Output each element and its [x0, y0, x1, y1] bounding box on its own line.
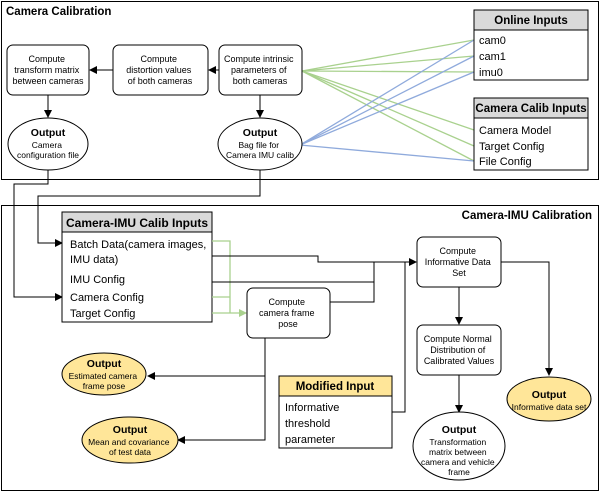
svg-text:Compute transform matrix: Compute transform matrix between cameras	[12, 54, 84, 86]
svg-text:Output: Output	[87, 358, 122, 370]
distortion-values-box: Compute distortion values of both camera…	[112, 44, 209, 96]
cimu-input-batch-data: Batch Data(camera images,	[70, 239, 206, 251]
camera-calibration-section	[1, 1, 599, 180]
output-estimated-pose: Output Estimated camera frame pose	[61, 352, 147, 396]
svg-text:Output: Output	[31, 127, 66, 139]
inputs-to-informative-links	[212, 255, 417, 303]
svg-text:threshold: threshold	[285, 418, 330, 430]
svg-text:Compute camera frame: Compute camera frame pose	[259, 297, 317, 329]
camera-calib-inputs-header: Camera Calib Inputs	[475, 103, 586, 115]
camera-calibration-title: Camera Calibration	[6, 6, 111, 18]
svg-text:Informative: Informative	[285, 402, 339, 414]
cimu-input-imu-config: IMU Config	[70, 274, 125, 286]
svg-text:Camera configuration fil: Camera configuration file	[17, 140, 79, 160]
output-bag-file: Output Bag file for Camera IMU calib	[217, 117, 303, 171]
svg-text:Output: Output	[532, 389, 567, 401]
online-input-cam1: cam1	[479, 51, 506, 63]
informative-data-set-box: Compute Informative Data Set	[416, 236, 502, 288]
svg-text:Compute distortion value: Compute distortion values of both camera…	[126, 54, 194, 86]
online-input-links	[299, 39, 475, 162]
camera-imu-calibration-title: Camera-IMU Calibration	[462, 210, 592, 222]
svg-text:Bag file for Camera IMU: Bag file for Camera IMU calib	[226, 140, 294, 160]
svg-text:Output: Output	[243, 127, 278, 139]
online-input-imu0: imu0	[479, 67, 503, 79]
online-inputs-header: Online Inputs	[494, 15, 567, 27]
output-informative-data-set: Output Informative data set	[506, 376, 592, 422]
intrinsic-parameters-box: Compute intrinsic parameters of both cam…	[218, 44, 303, 96]
svg-text:Informative data set: Informative data set	[512, 402, 587, 412]
connector-bagfile-to-batch	[37, 170, 261, 247]
modified-input-header: Modified Input	[296, 381, 375, 393]
transform-matrix-box: Compute transform matrix between cameras	[6, 44, 90, 96]
online-inputs-box: Online Inputs cam0 cam1 imu0	[473, 9, 589, 81]
svg-text:Output: Output	[442, 424, 477, 436]
svg-text:Transformation matrix be: Transformation matrix between camera and…	[421, 437, 497, 477]
camera-frame-pose-box: Compute camera frame pose	[246, 287, 331, 339]
output-camera-config-file: Output Camera configuration file	[7, 117, 89, 171]
cimu-input-camera-config: Camera Config	[70, 292, 144, 304]
svg-text:Compute intrinsic parame: Compute intrinsic parameters of both cam…	[224, 54, 296, 86]
svg-text:Mean and covariance of t: Mean and covariance of test data	[88, 437, 172, 457]
svg-text:parameter: parameter	[285, 434, 335, 446]
online-input-cam0: cam0	[479, 35, 506, 47]
connector-pose-to-mean-cov	[177, 376, 266, 444]
arrow-informative-to-output	[501, 261, 553, 376]
camera-calib-input-target: Target Config	[479, 141, 544, 153]
output-transformation-matrix: Output Transformation matrix between cam…	[412, 411, 506, 481]
normal-distribution-box: Compute Normal Distribution of Calibrate…	[416, 324, 502, 376]
connector-configfile-to-camera-config	[13, 170, 63, 301]
cimu-input-batch-data-cont: IMU data)	[70, 254, 118, 266]
svg-text:Compute Normal Distribut: Compute Normal Distribution of Calibrate…	[424, 334, 495, 366]
modified-input-box: Modified Input Informative threshold par…	[278, 375, 393, 449]
output-mean-covariance: Output Mean and covariance of test data	[81, 416, 179, 464]
camera-calib-input-model: Camera Model	[479, 125, 551, 137]
cimu-input-target-config: Target Config	[70, 308, 135, 320]
connector-modified-to-informative	[392, 262, 406, 413]
svg-text:Compute Informative Data: Compute Informative Data Set	[425, 246, 494, 278]
connector-pose-to-estimated	[147, 338, 266, 380]
camera-imu-calibration-section	[1, 205, 599, 491]
svg-text:Estimated camera frame p: Estimated camera frame pose	[69, 371, 140, 391]
camera-imu-calib-inputs-box: Camera-IMU Calib Inputs Batch Data(camer…	[61, 211, 213, 323]
camera-imu-calib-inputs-header: Camera-IMU Calib Inputs	[66, 216, 208, 230]
svg-text:Output: Output	[113, 424, 148, 436]
camera-calib-inputs-box: Camera Calib Inputs Camera Model Target …	[473, 97, 589, 171]
inputs-to-pose-links	[212, 240, 247, 317]
camera-calib-input-file: File Config	[479, 156, 532, 168]
